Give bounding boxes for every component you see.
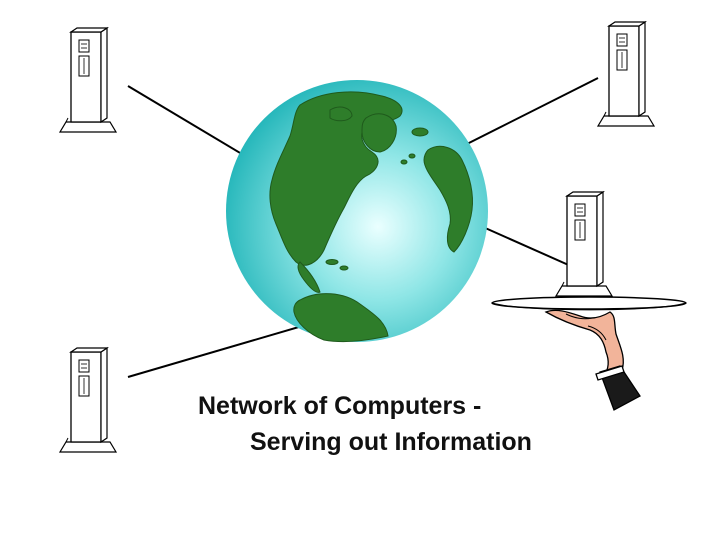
diagram-caption: Network of Computers - Serving out Infor… [198, 388, 532, 460]
link-top-right [454, 77, 599, 151]
server-tower-icon [59, 27, 117, 133]
server-tower-icon [59, 347, 117, 453]
caption-line-2: Serving out Information [250, 428, 532, 456]
server-tower-icon [597, 21, 655, 127]
globe-icon [226, 80, 488, 343]
caption-line-1: Network of Computers - [198, 392, 482, 420]
server-tower-icon [555, 191, 613, 297]
serving-tray-icon [491, 296, 687, 311]
serving-hand-icon [544, 309, 641, 411]
